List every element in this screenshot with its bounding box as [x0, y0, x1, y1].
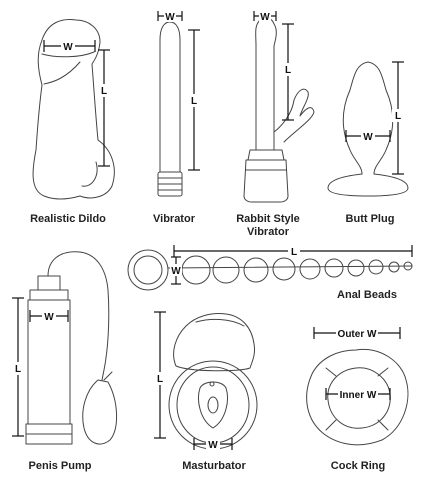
- cock-ring-label: Cock Ring: [330, 460, 386, 472]
- rabbit-vibrator-length-marker: [282, 23, 294, 121]
- rabbit-vibrator-label: Rabbit Style Vibrator: [236, 213, 300, 238]
- rabbit-vibrator-width-label: W: [260, 12, 270, 23]
- penis-pump-width-marker: [29, 309, 69, 322]
- vibrator-label: Vibrator: [153, 213, 195, 225]
- masturbator-width-marker: [193, 437, 233, 450]
- vibrator-length-marker: [188, 29, 200, 171]
- penis-pump-label: Penis Pump: [28, 460, 92, 472]
- anal-beads-length-marker: [173, 244, 413, 257]
- butt-plug-length-label: L: [395, 111, 401, 122]
- cock-ring-figure: [306, 348, 409, 446]
- butt-plug-figure: [327, 61, 409, 197]
- cock-ring-outer-width-label: Outer W: [338, 329, 377, 340]
- vibrator-width-marker: [157, 10, 183, 22]
- vibrator-figure: [157, 21, 183, 197]
- masturbator-length-marker: [154, 311, 166, 439]
- realistic-dildo-width-marker: [43, 39, 96, 52]
- masturbator-length-label: L: [157, 374, 163, 385]
- realistic-dildo-length-label: L: [101, 86, 107, 97]
- realistic-dildo-width-label: W: [63, 42, 73, 53]
- realistic-dildo-length-marker: [98, 49, 110, 167]
- anal-beads-width-label: W: [171, 266, 181, 277]
- rabbit-vibrator-figure: [243, 17, 315, 203]
- penis-pump-length-marker: [12, 297, 24, 437]
- penis-pump-figure: [25, 251, 118, 445]
- rabbit-vibrator-width-marker: [253, 10, 277, 22]
- butt-plug-length-marker: [392, 61, 404, 175]
- butt-plug-width-label: W: [363, 132, 373, 143]
- cock-ring-outer-width-marker: [313, 326, 401, 339]
- masturbator-width-label: W: [208, 440, 218, 451]
- anal-beads-label: Anal Beads: [337, 289, 397, 301]
- penis-pump-width-label: W: [44, 312, 54, 323]
- realistic-dildo-figure: [32, 19, 115, 200]
- vibrator-length-label: L: [191, 96, 197, 107]
- anal-beads-figure: [127, 249, 413, 291]
- vibrator-width-label: W: [165, 12, 175, 23]
- anal-beads-length-label: L: [291, 247, 297, 258]
- butt-plug-label: Butt Plug: [345, 213, 395, 225]
- butt-plug-width-marker: [345, 129, 391, 142]
- anal-beads-width-marker: [170, 256, 182, 285]
- cock-ring-inner-width-marker: [325, 387, 391, 400]
- realistic-dildo-label: Realistic Dildo: [30, 213, 106, 225]
- cock-ring-inner-width-label: Inner W: [340, 390, 377, 401]
- masturbator-label: Masturbator: [182, 460, 246, 472]
- rabbit-vibrator-length-label: L: [285, 65, 291, 76]
- penis-pump-length-label: L: [15, 364, 21, 375]
- masturbator-figure: [168, 313, 258, 450]
